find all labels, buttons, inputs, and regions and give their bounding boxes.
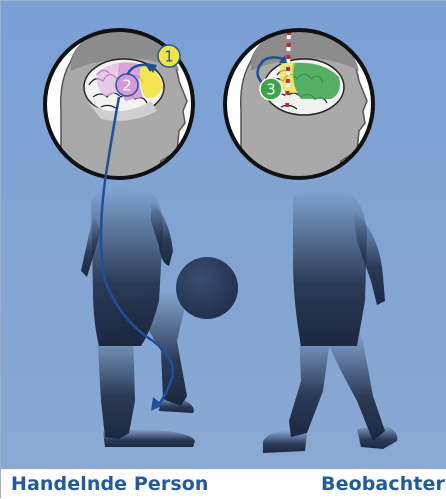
actor-label: Handelnde Person (11, 473, 209, 495)
marker-2-label: 2 (122, 77, 132, 95)
ball (176, 257, 238, 319)
observer-label: Beobachter (321, 473, 445, 495)
marker-3-label: 3 (266, 81, 276, 99)
marker-1-label: 1 (164, 48, 174, 66)
